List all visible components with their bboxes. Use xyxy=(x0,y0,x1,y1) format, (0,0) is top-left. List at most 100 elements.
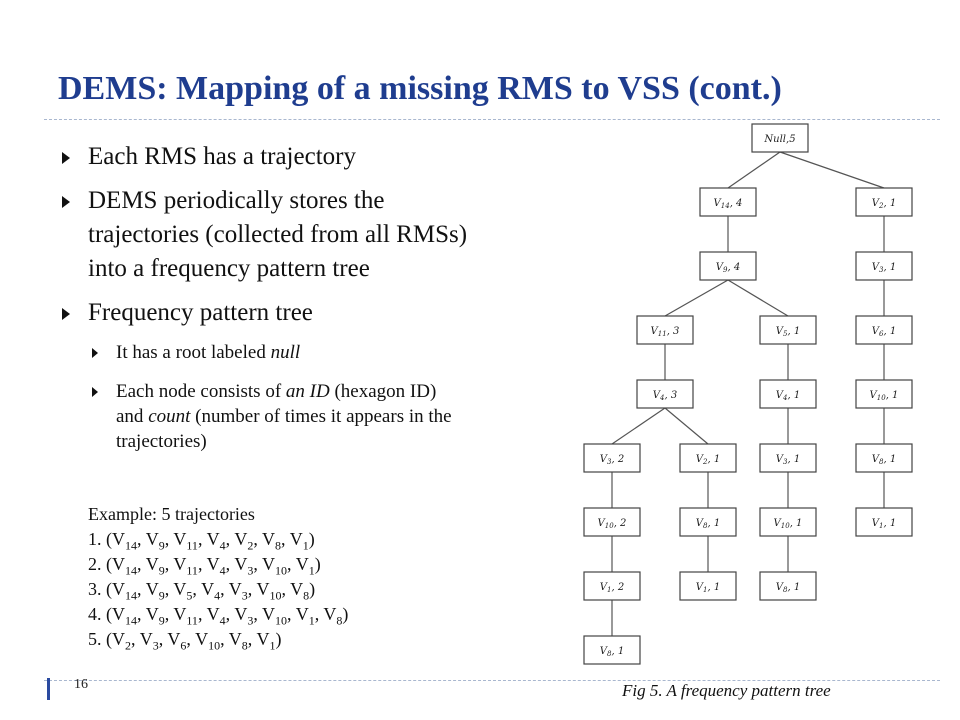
page-number: 16 xyxy=(74,677,88,692)
tree-node-label: V8, 1 xyxy=(696,518,720,530)
trajectory-node: V11 xyxy=(173,604,198,628)
tree-node: V10, 1 xyxy=(855,379,913,409)
tree-node: V3, 1 xyxy=(759,443,817,473)
tree-node-label: V11, 3 xyxy=(651,326,680,338)
trajectory-node: V8 xyxy=(228,629,248,653)
sub-bullet-arrow-icon xyxy=(92,348,98,358)
tree-edge xyxy=(779,151,885,189)
tree-node-label: V1, 2 xyxy=(600,582,624,594)
bullet-dems-stores: DEMS periodically stores the trajectorie… xyxy=(60,184,620,286)
trajectory-node: V6 xyxy=(167,629,187,653)
trajectory-node: V11 xyxy=(173,554,198,578)
tree-node-label: V10, 1 xyxy=(870,390,899,402)
tree-edge xyxy=(664,407,709,445)
trajectory-node: V4 xyxy=(201,579,221,603)
trajectory-node: V3 xyxy=(228,579,248,603)
trajectory-row: 5. (V2, V3, V6, V10, V8, V1) xyxy=(88,629,282,653)
tree-node: V5, 1 xyxy=(759,315,817,345)
tree-node: V2, 1 xyxy=(679,443,737,473)
trajectory-row: 3. (V14, V9, V5, V4, V3, V10, V8) xyxy=(88,579,316,603)
trajectory-node: V10 xyxy=(262,604,287,628)
example-heading: Example: 5 trajectories xyxy=(88,504,255,524)
tree-edge xyxy=(727,279,789,317)
tree-node: Null,5 xyxy=(751,123,809,153)
trajectory-node: V9 xyxy=(145,579,165,603)
tree-node: V3, 1 xyxy=(855,251,913,281)
sub-bullet-node: Each node consists of an ID (hexagon ID)… xyxy=(88,379,620,454)
tree-node-label: V9, 4 xyxy=(716,262,740,274)
tree-edge xyxy=(611,407,666,445)
example-block: Example: 5 trajectories 1. (V14, V9, V11… xyxy=(88,502,348,652)
tree-node-label: V8, 1 xyxy=(776,582,800,594)
tree-node-label: V8, 1 xyxy=(600,646,624,658)
trajectory-node: V10 xyxy=(195,629,221,653)
tree-node-label: V2, 1 xyxy=(696,454,720,466)
tree-node: V4, 1 xyxy=(759,379,817,409)
tree-node-label: V1, 1 xyxy=(696,582,720,594)
trajectory-node: V9 xyxy=(145,554,165,578)
trajectory-row: 2. (V14, V9, V11, V4, V3, V10, V1) xyxy=(88,554,321,578)
tree-node: V3, 2 xyxy=(583,443,641,473)
bullet-arrow-icon xyxy=(62,196,70,208)
sub-bullet-arrow-icon xyxy=(92,387,98,397)
trajectory-node: V3 xyxy=(139,629,159,653)
tree-node-label: V6, 1 xyxy=(872,326,896,338)
bullet-frequency-tree: Frequency pattern tree xyxy=(60,296,620,330)
tree-node: V8, 1 xyxy=(759,571,817,601)
tree-node-label: V10, 1 xyxy=(774,518,803,530)
page-marker xyxy=(47,678,50,700)
title-divider xyxy=(44,119,940,120)
trajectory-node: V14 xyxy=(112,604,137,628)
tree-node: V2, 1 xyxy=(855,187,913,217)
tree-node-label: V14, 4 xyxy=(714,198,743,210)
trajectory-node: V1 xyxy=(289,529,309,553)
tree-node-label: V3, 2 xyxy=(600,454,624,466)
bullet-arrow-icon xyxy=(62,308,70,320)
trajectory-node: V9 xyxy=(145,604,165,628)
tree-node: V9, 4 xyxy=(699,251,757,281)
tree-node: V4, 3 xyxy=(636,379,694,409)
tree-node: V11, 3 xyxy=(636,315,694,345)
trajectory-node: V14 xyxy=(112,554,137,578)
tree-edge xyxy=(727,151,781,189)
slide-title: DEMS: Mapping of a missing RMS to VSS (c… xyxy=(58,70,782,107)
tree-node: V8, 1 xyxy=(679,507,737,537)
tree-node: V14, 4 xyxy=(699,187,757,217)
tree-node-label: Null,5 xyxy=(763,134,795,145)
trajectory-node: V4 xyxy=(206,529,226,553)
trajectory-number: 1. ( xyxy=(88,529,112,549)
trajectory-row: 1. (V14, V9, V11, V4, V2, V8, V1) xyxy=(88,529,315,553)
tree-node-label: V3, 1 xyxy=(872,262,896,274)
bullet-list: Each RMS has a trajectory DEMS periodica… xyxy=(60,140,620,454)
figure-caption: Fig 5. A frequency pattern tree xyxy=(622,681,831,700)
footer-divider xyxy=(44,680,940,681)
tree-node: V8, 1 xyxy=(855,443,913,473)
trajectory-node: V14 xyxy=(112,529,137,553)
tree-node-label: V1, 1 xyxy=(872,518,896,530)
trajectory-node: V9 xyxy=(145,529,165,553)
trajectory-node: V8 xyxy=(323,604,343,628)
trajectory-node: V1 xyxy=(295,554,315,578)
tree-node: V1, 1 xyxy=(679,571,737,601)
trajectory-node: V2 xyxy=(234,529,254,553)
tree-node-label: V8, 1 xyxy=(872,454,896,466)
bullet-arrow-icon xyxy=(62,152,70,164)
trajectory-node: V8 xyxy=(262,529,281,553)
tree-node-label: V10, 2 xyxy=(598,518,627,530)
trajectory-list: 1. (V14, V9, V11, V4, V2, V8, V1)2. (V14… xyxy=(88,527,348,652)
tree-node: V10, 2 xyxy=(583,507,641,537)
trajectory-node: V1 xyxy=(256,629,276,653)
trajectory-number: 4. ( xyxy=(88,604,112,624)
trajectory-node: V4 xyxy=(206,554,226,578)
trajectory-row: 4. (V14, V9, V11, V4, V3, V10, V1, V8) xyxy=(88,604,349,628)
trajectory-node: V10 xyxy=(262,554,287,578)
trajectory-number: 3. ( xyxy=(88,579,112,599)
tree-node-label: V4, 1 xyxy=(776,390,800,402)
trajectory-node: V5 xyxy=(173,579,193,603)
trajectory-node: V2 xyxy=(112,629,131,653)
trajectory-node: V3 xyxy=(234,604,254,628)
tree-node-label: V5, 1 xyxy=(776,326,800,338)
tree-node-label: V3, 1 xyxy=(776,454,800,466)
tree-node: V1, 2 xyxy=(583,571,641,601)
